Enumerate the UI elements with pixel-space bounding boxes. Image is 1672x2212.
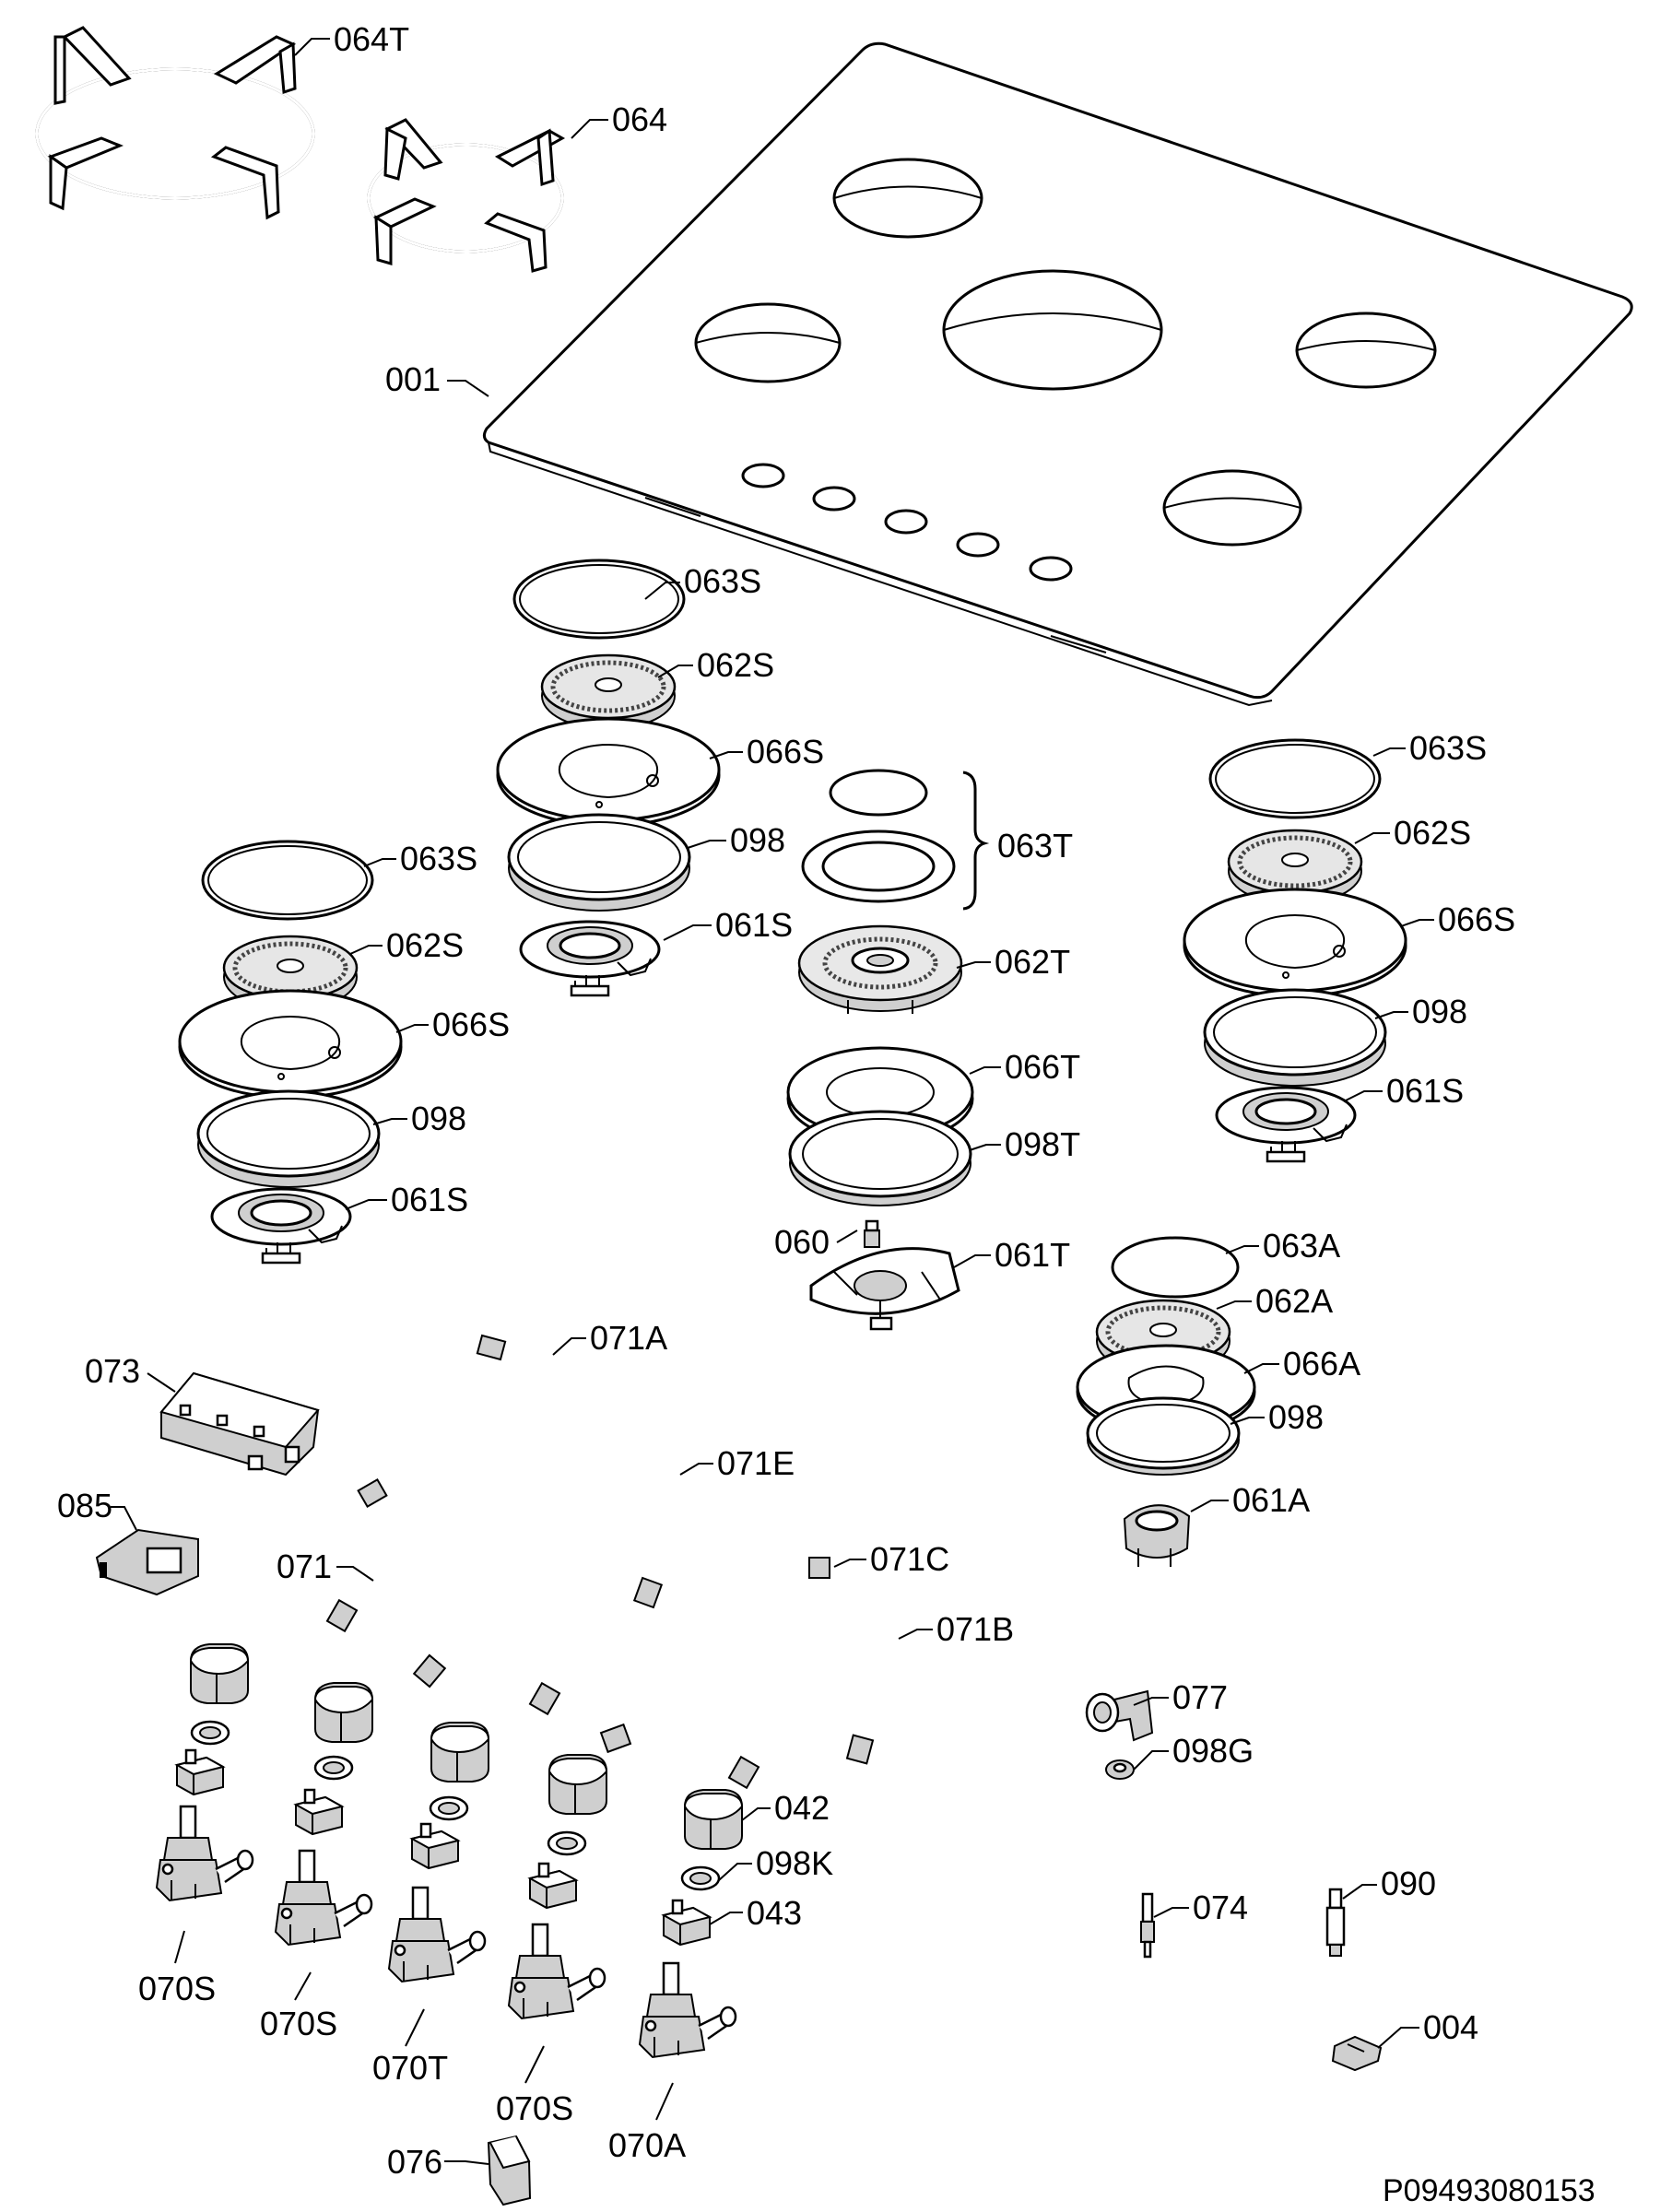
label-071C: 071C [870, 1540, 949, 1578]
knob-assembly-4 [507, 1754, 607, 2020]
knob-assembly-3 [387, 1722, 489, 1983]
label-001: 001 [385, 360, 441, 398]
brace-063T [962, 771, 990, 911]
gas-pipe-071 [325, 1445, 478, 1633]
label-070A: 070A [608, 2126, 686, 2164]
part-labels: 064T 064 001 063S 062S 066S 098 061S 063… [57, 20, 1515, 2181]
label-062A: 062A [1255, 1282, 1333, 1320]
label-098-a: 098 [730, 821, 785, 859]
label-004: 004 [1423, 2008, 1478, 2046]
gas-pipe-071E [528, 1466, 685, 1716]
label-043: 043 [747, 1894, 802, 1932]
label-077: 077 [1172, 1678, 1228, 1716]
label-064T: 064T [334, 20, 409, 58]
label-062S-c: 062S [386, 926, 464, 964]
label-098-d: 098 [1268, 1398, 1324, 1436]
label-060: 060 [774, 1223, 830, 1261]
label-064: 064 [612, 100, 667, 138]
label-061S-a: 061S [715, 906, 793, 944]
label-073: 073 [85, 1352, 140, 1390]
knob-assembly-5 [638, 1789, 743, 2059]
label-071B: 071B [936, 1610, 1014, 1648]
clip-076 [487, 2135, 532, 2206]
knob-assembly-1 [155, 1643, 254, 1902]
ignition-module [159, 1371, 320, 1477]
label-085: 085 [57, 1487, 112, 1524]
thermocouple-090 [1325, 1888, 1346, 1957]
pan-support-large [35, 26, 315, 220]
seal-098G [1105, 1759, 1135, 1780]
label-063S-b: 063S [1409, 729, 1487, 767]
label-061A: 061A [1232, 1481, 1310, 1519]
label-066S-c: 066S [432, 1006, 510, 1043]
burner-stack-center [496, 559, 721, 997]
label-098T: 098T [1005, 1125, 1080, 1163]
label-098K: 098K [756, 1844, 833, 1882]
gas-pipe-071A [412, 1334, 566, 1688]
label-071: 071 [277, 1547, 332, 1585]
label-063A: 063A [1263, 1227, 1340, 1265]
label-074: 074 [1193, 1888, 1248, 1926]
burner-stack-right [1183, 738, 1407, 1163]
label-066T: 066T [1005, 1048, 1080, 1086]
label-070S-c: 070S [496, 2089, 573, 2127]
label-061S-b: 061S [1386, 1072, 1464, 1110]
label-066A: 066A [1283, 1345, 1360, 1382]
label-062S-b: 062S [1394, 814, 1471, 852]
label-066S-b: 066S [1438, 900, 1515, 938]
label-090: 090 [1381, 1865, 1436, 1902]
pan-support-small [367, 118, 566, 273]
label-063T: 063T [997, 827, 1073, 865]
label-062T: 062T [995, 943, 1070, 981]
electrode-074 [1140, 1892, 1155, 1959]
clip-004 [1331, 2035, 1383, 2072]
gas-pipe-071C [599, 1557, 842, 1754]
label-070T: 070T [372, 2049, 448, 2087]
elbow-077 [1085, 1689, 1154, 1742]
label-076: 076 [387, 2143, 442, 2181]
hob-top-plate [482, 41, 1633, 707]
triple-crown-burner [786, 769, 974, 1331]
label-063S-c: 063S [400, 840, 477, 877]
drawing-reference-number: P09493080153 [1383, 2173, 1595, 2208]
label-098-b: 098 [1412, 993, 1467, 1030]
knob-assembly-2 [274, 1682, 373, 1947]
label-098-c: 098 [411, 1100, 466, 1137]
label-070S-a: 070S [138, 1970, 216, 2007]
label-071A: 071A [590, 1319, 667, 1357]
label-071E: 071E [717, 1444, 795, 1482]
leader-lines [111, 38, 1434, 2165]
gas-pipe-071B [727, 1618, 893, 1790]
label-042: 042 [774, 1789, 830, 1827]
label-061T: 061T [995, 1236, 1070, 1274]
label-070S-b: 070S [260, 2005, 337, 2042]
label-062S-a: 062S [697, 646, 774, 684]
label-063S-a: 063S [684, 562, 761, 600]
burner-stack-auxiliary [1076, 1236, 1256, 1567]
label-098G: 098G [1172, 1732, 1254, 1770]
connector-085 [95, 1528, 199, 1596]
label-061S-c: 061S [391, 1181, 468, 1218]
label-066S-a: 066S [747, 733, 824, 771]
